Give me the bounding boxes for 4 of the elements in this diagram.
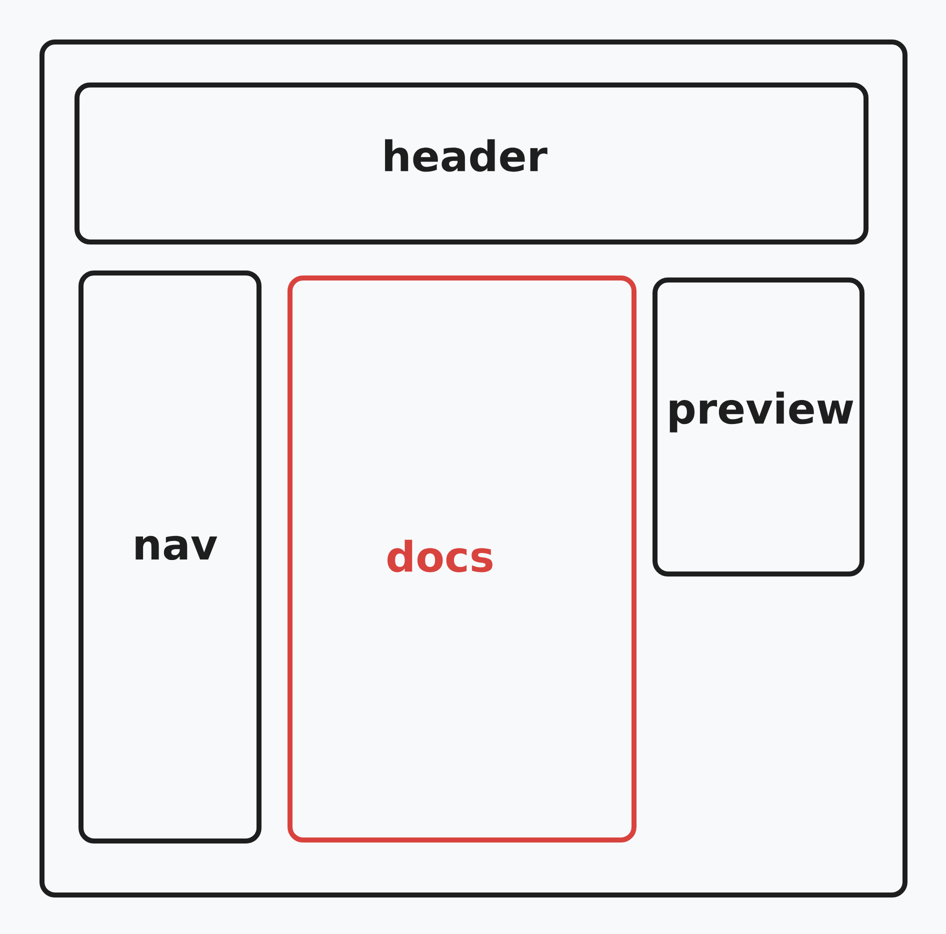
preview-box: preview: [652, 278, 864, 576]
header-box: header: [74, 82, 868, 244]
content-box: docs: [288, 276, 636, 842]
sidebar-box: nav: [78, 270, 262, 844]
